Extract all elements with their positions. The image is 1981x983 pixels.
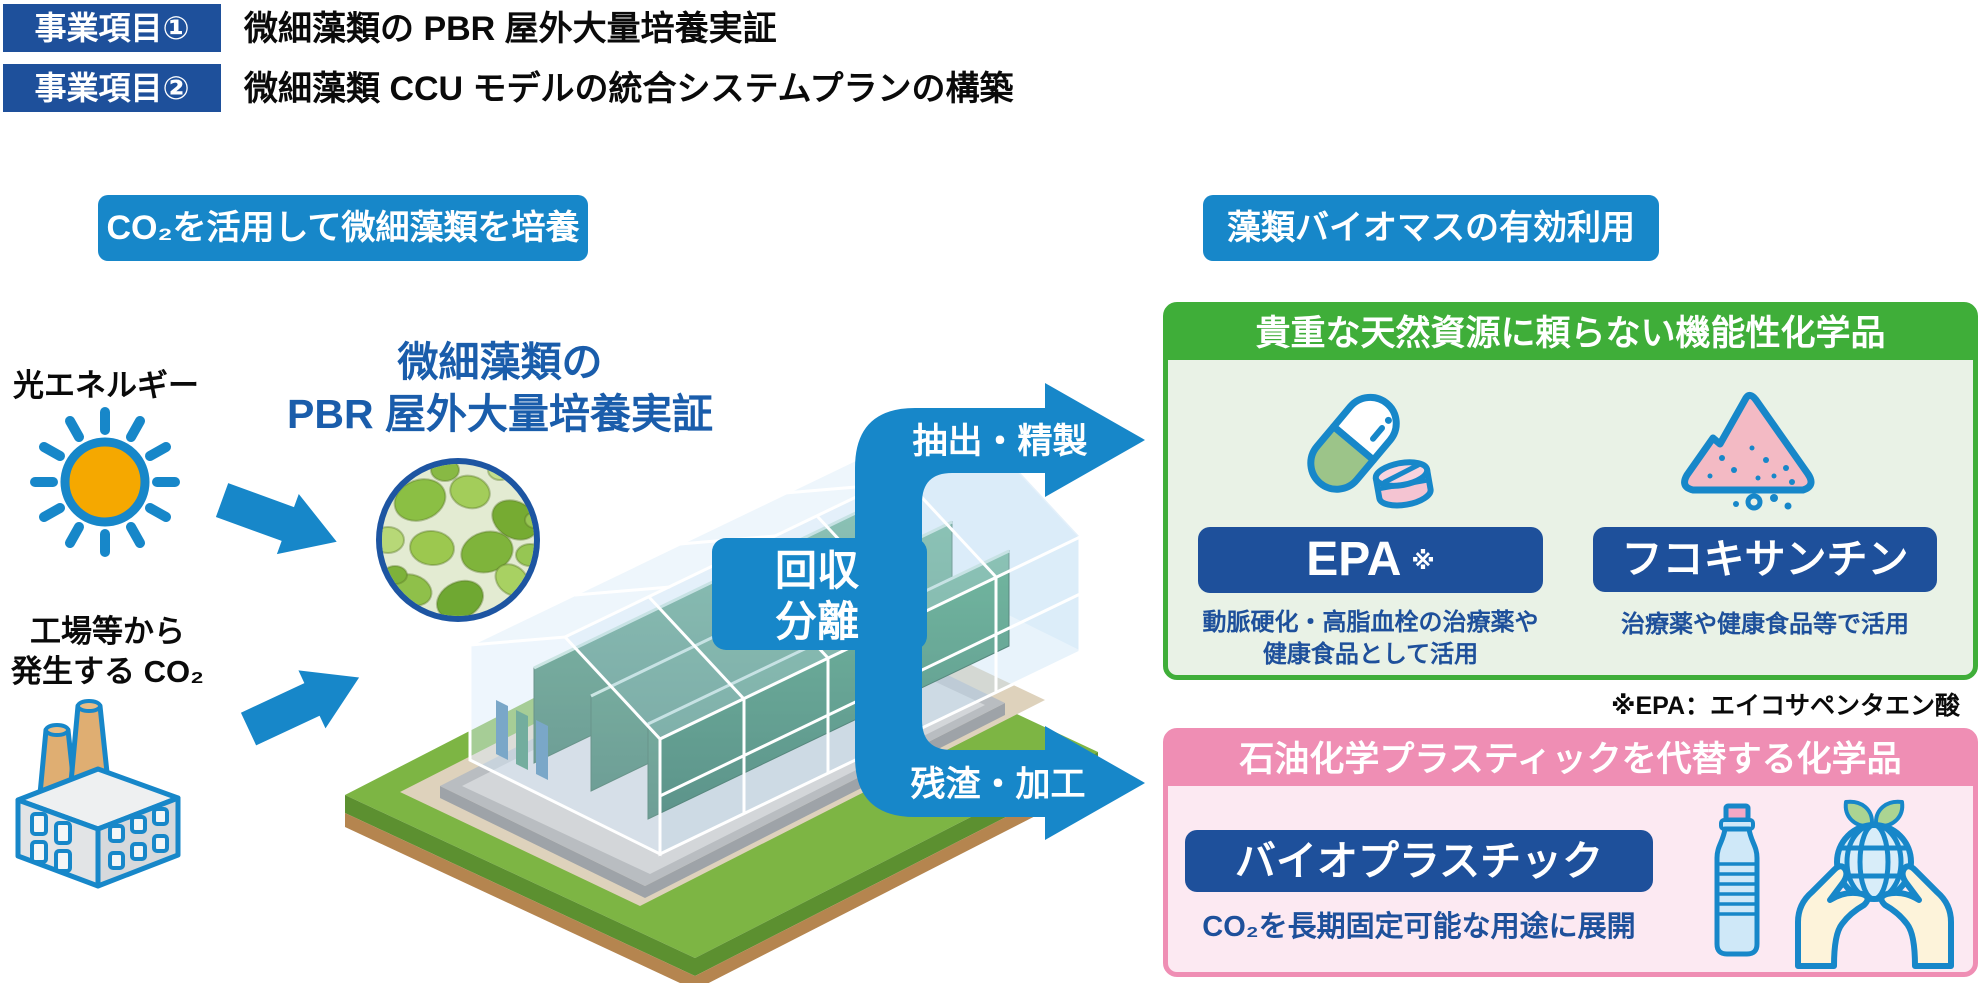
panel-bioplastic: 石油化学プラスティックを代替する化学品 バイオプラスチック CO₂を長期固定可能… — [1163, 728, 1978, 977]
pbr-demo-title-line1: 微細藻類の — [397, 339, 603, 385]
pbr-demo-title: 微細藻類の PBR 屋外大量培養実証 — [250, 336, 750, 440]
algae-microscope-photo — [376, 458, 540, 622]
sun-icon — [30, 407, 180, 557]
arrow-co2-to-greenhouse — [240, 670, 360, 746]
fucoxanthin-description: 治療薬や健康食品等で活用 — [1621, 611, 1909, 638]
panel-functional-chemicals-header: 貴重な天然資源に頼らない機能性化学品 — [1168, 307, 1973, 360]
project-title-1: 微細藻類の PBR 屋外大量培養実証 — [244, 10, 777, 48]
extract-refine-label: 抽出・精製 — [912, 422, 1088, 461]
banner-cultivation: CO₂を活用して微細藻類を培養 — [98, 195, 588, 261]
collect-separate-label: 回収 分離 — [708, 545, 926, 647]
light-energy-label: 光エネルギー — [13, 368, 199, 403]
arrow-light-to-algae — [215, 483, 337, 555]
fucoxanthin-label: フコキサンチン — [1621, 536, 1909, 582]
factory-co2-label: 工場等から 発生する CO₂ — [0, 612, 215, 692]
epa-footnote: ※EPA：エイコサペンタエン酸 — [1611, 692, 1960, 720]
project-title-2: 微細藻類 CCU モデルの統合システムプランの構築 — [244, 70, 1014, 108]
pbr-demo-title-line2: PBR 屋外大量培養実証 — [287, 391, 713, 437]
epa-description-line1: 動脈硬化・高脂血栓の治療薬や — [1202, 609, 1539, 636]
factory-co2-label-line1: 工場等から — [30, 614, 185, 649]
panel-functional-chemicals: 貴重な天然資源に頼らない機能性化学品 EPA ※ フコキサンチン 動脈硬化・高脂血… — [1163, 302, 1978, 680]
bioplastic-label-button: バイオプラスチック — [1185, 830, 1653, 892]
banner-utilization: 藻類バイオマスの有効利用 — [1203, 195, 1659, 261]
residue-process-label: 残渣・加工 — [910, 765, 1086, 804]
epa-description: 動脈硬化・高脂血栓の治療薬や 健康食品として活用 — [1173, 607, 1568, 671]
collect-label-line1: 回収 — [774, 547, 859, 594]
fucoxanthin-label-button: フコキサンチン — [1593, 527, 1937, 592]
bioplastic-description: CO₂を長期固定可能な用途に展開 — [1202, 911, 1636, 943]
factory-co2-label-line2: 発生する CO₂ — [11, 654, 204, 689]
epa-description-line2: 健康食品として活用 — [1262, 641, 1479, 668]
collect-label-line2: 分離 — [774, 598, 859, 645]
factory-icon — [15, 699, 181, 889]
epa-label: EPA — [1306, 533, 1402, 586]
pbr-greenhouse-illustration — [345, 433, 1098, 983]
epa-footnote-mark: ※ — [1411, 548, 1435, 575]
project-badge-2: 事業項目② — [3, 64, 221, 112]
project-badge-1: 事業項目① — [3, 4, 221, 52]
panel-bioplastic-header: 石油化学プラスティックを代替する化学品 — [1168, 733, 1973, 786]
epa-label-button: EPA ※ — [1198, 527, 1543, 593]
